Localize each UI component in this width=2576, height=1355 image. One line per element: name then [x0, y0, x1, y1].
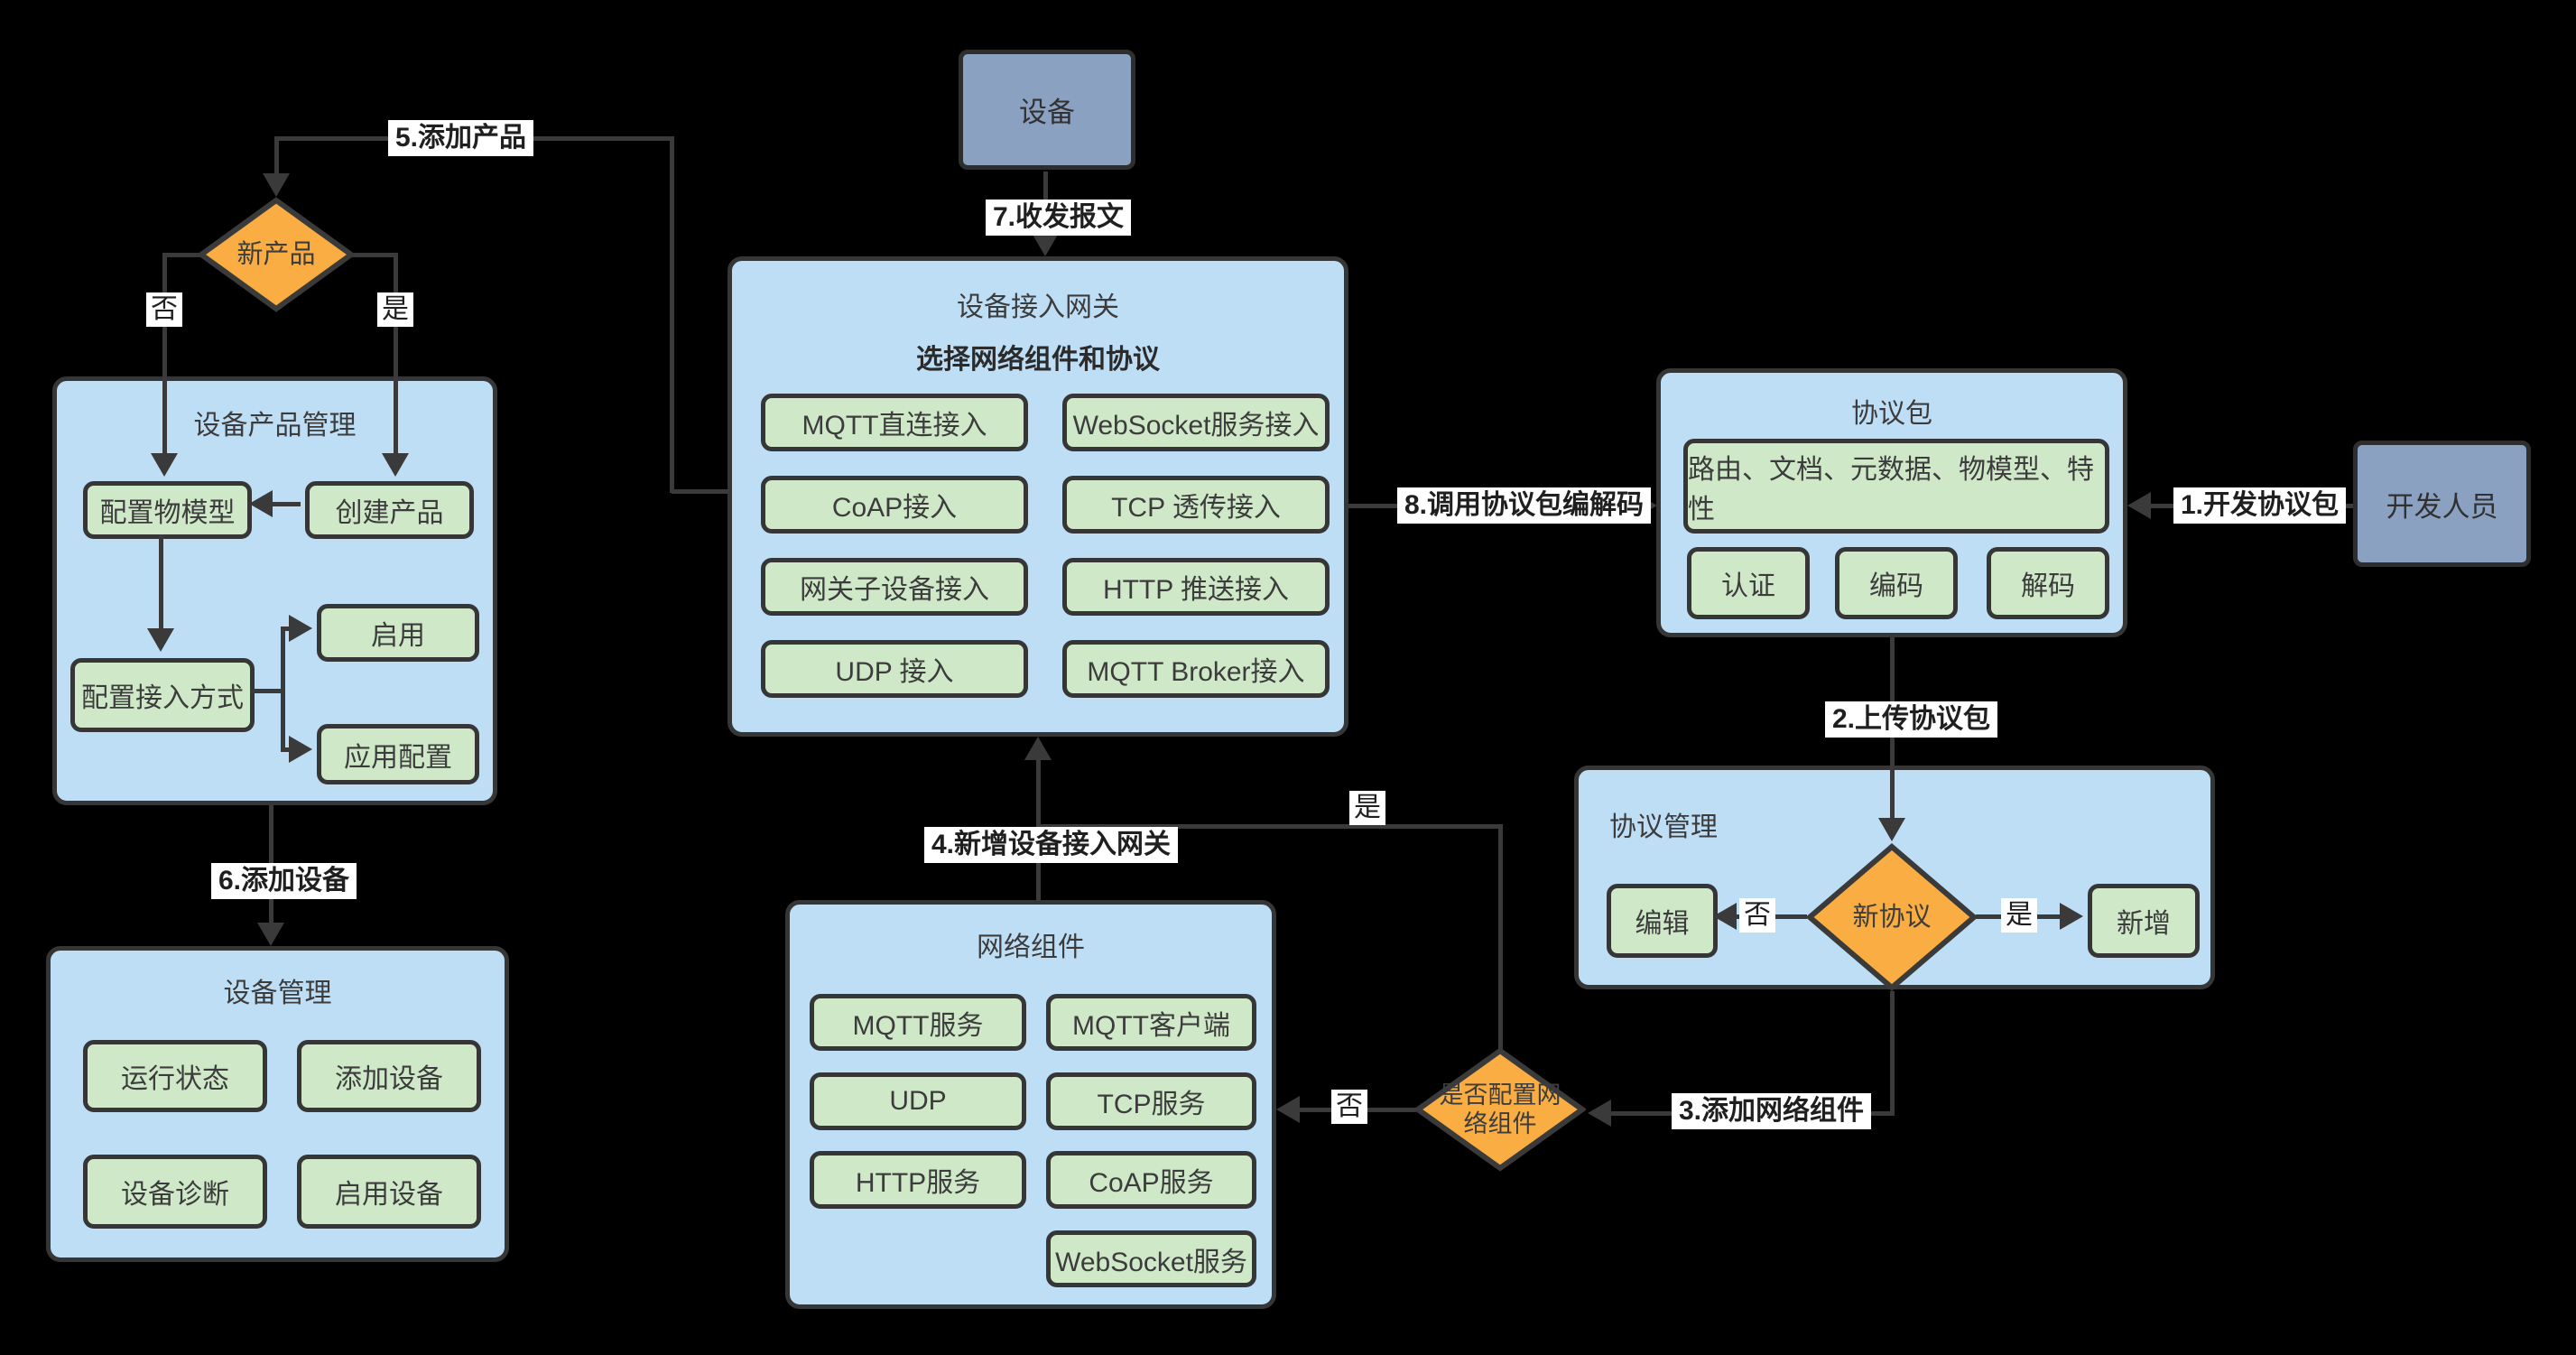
new-protocol-label: 新协议 — [1852, 902, 1932, 932]
arrowhead-into-network-box — [1276, 1096, 1300, 1123]
device-management-title: 设备管理 — [223, 979, 332, 1008]
line-product-yes-v — [394, 253, 398, 462]
line-fork-to-apply — [281, 747, 293, 752]
line-product-yes-h — [352, 253, 395, 257]
step-1-label: 1.开发协议包 — [2173, 487, 2347, 524]
step-7-label: 7.收发报文 — [986, 200, 1132, 236]
line-access-fork-v — [281, 626, 285, 751]
gateway-box[interactable]: 设备接入网关 选择网络组件和协议 MQTT直连接入 WebSocket服务接入 … — [727, 256, 1348, 737]
websocket-service-button[interactable]: WebSocket服务 — [1046, 1230, 1256, 1287]
step-4-label: 4.新增设备接入网关 — [924, 827, 1179, 863]
arrowhead-into-component-decision — [1588, 1100, 1611, 1127]
decode-button[interactable]: 解码 — [1987, 547, 2109, 619]
line-product-no-v — [162, 253, 167, 462]
add-protocol-button[interactable]: 新增 — [2088, 884, 2200, 958]
protocol-package-title: 协议包 — [1851, 399, 1932, 429]
device-label: 设备 — [1019, 97, 1075, 128]
network-components-box[interactable]: 网络组件 MQTT服务 MQTT客户端 UDP TCP服务 HTTP服务 CoA… — [785, 900, 1276, 1309]
line-step5-drop — [274, 136, 279, 180]
gateway-subtitle: 选择网络组件和协议 — [916, 345, 1160, 375]
protocol-management-title: 协议管理 — [1609, 812, 1718, 842]
udp-button[interactable]: UDP — [810, 1072, 1026, 1130]
component-decision-diamond[interactable] — [1414, 1047, 1586, 1172]
product-yes-label: 是 — [377, 292, 413, 327]
protocol-package-box[interactable]: 协议包 路由、文档、元数据、物模型、特性 认证 编码 解码 — [1656, 368, 2127, 637]
enable-device-button[interactable]: 启用设备 — [297, 1155, 481, 1229]
line-component-yes-v — [1498, 824, 1503, 1049]
gateway-button-coap[interactable]: CoAP接入 — [761, 476, 1028, 534]
arrowhead-into-gateway-bottom — [1024, 737, 1052, 760]
add-device-button[interactable]: 添加设备 — [297, 1040, 481, 1112]
arrowhead-into-model-right — [249, 490, 273, 517]
gateway-button-websocket[interactable]: WebSocket服务接入 — [1062, 394, 1330, 451]
gateway-button-http[interactable]: HTTP 推送接入 — [1062, 558, 1330, 616]
arrowhead-into-apply — [289, 736, 312, 763]
line-step3-v — [1890, 991, 1895, 1116]
step-3-label: 3.添加网络组件 — [1672, 1093, 1872, 1129]
gateway-button-mqtt-direct[interactable]: MQTT直连接入 — [761, 394, 1028, 451]
arrowhead-into-model — [151, 453, 178, 477]
step-8-label: 8.调用协议包编解码 — [1397, 487, 1652, 524]
product-management-box[interactable]: 设备产品管理 配置物模型 创建产品 配置接入方式 启用 应用配置 — [52, 376, 497, 805]
line-step5-vertical — [670, 136, 674, 493]
gateway-button-udp[interactable]: UDP 接入 — [761, 640, 1028, 698]
mqtt-client-button[interactable]: MQTT客户端 — [1046, 994, 1256, 1051]
auth-button[interactable]: 认证 — [1687, 547, 1810, 619]
arrowhead-into-access — [147, 628, 174, 652]
gateway-button-tcp[interactable]: TCP 透传接入 — [1062, 476, 1330, 534]
arrowhead-into-create — [382, 453, 409, 477]
arrowhead-into-new-product — [263, 173, 290, 197]
line-model-to-access — [159, 534, 163, 636]
developer-label: 开发人员 — [2386, 490, 2498, 523]
line-component-yes-h — [1038, 824, 1503, 829]
line-step5-into-gateway — [672, 489, 729, 494]
step-2-label: 2.上传协议包 — [1825, 701, 1998, 738]
coap-service-button[interactable]: CoAP服务 — [1046, 1151, 1256, 1209]
tcp-service-button[interactable]: TCP服务 — [1046, 1072, 1256, 1130]
arrowhead-into-add — [2060, 903, 2083, 930]
protocol-yes-label: 是 — [2001, 898, 2037, 933]
developer-node[interactable]: 开发人员 — [2353, 441, 2531, 567]
arrowhead-into-enable — [289, 615, 312, 642]
step-5-label: 5.添加产品 — [388, 120, 534, 156]
arrowhead-into-new-protocol — [1878, 818, 1905, 841]
arrowhead-into-gateway-top — [1032, 233, 1059, 256]
arrowhead-into-edit — [1713, 903, 1737, 930]
edit-protocol-button[interactable]: 编辑 — [1607, 884, 1718, 958]
configure-access-button[interactable]: 配置接入方式 — [70, 658, 255, 732]
network-components-title: 网络组件 — [977, 933, 1085, 962]
package-contents-button[interactable]: 路由、文档、元数据、物模型、特性 — [1683, 439, 2109, 534]
encode-button[interactable]: 编码 — [1835, 547, 1958, 619]
arrowhead-into-package-right — [2127, 492, 2151, 519]
product-no-label: 否 — [146, 292, 182, 327]
line-create-to-model — [271, 502, 301, 506]
new-protocol-diamond[interactable] — [1806, 843, 1978, 991]
line-fork-to-enable — [281, 626, 293, 631]
running-status-button[interactable]: 运行状态 — [83, 1040, 267, 1112]
gateway-button-mqtt-broker[interactable]: MQTT Broker接入 — [1062, 640, 1330, 698]
device-node[interactable]: 设备 — [959, 50, 1135, 170]
line-product-no-h — [164, 253, 200, 257]
line-access-fork-stub — [250, 689, 284, 693]
mqtt-service-button[interactable]: MQTT服务 — [810, 994, 1026, 1051]
component-no-label: 否 — [1331, 1090, 1367, 1124]
device-management-box[interactable]: 设备管理 运行状态 添加设备 设备诊断 启用设备 — [46, 946, 509, 1262]
step-6-label: 6.添加设备 — [211, 863, 357, 899]
arrowhead-into-device-mgmt — [257, 923, 284, 946]
http-service-button[interactable]: HTTP服务 — [810, 1151, 1026, 1209]
device-diagnosis-button[interactable]: 设备诊断 — [83, 1155, 267, 1229]
product-management-title: 设备产品管理 — [193, 411, 357, 441]
protocol-no-label: 否 — [1739, 898, 1775, 933]
enable-button[interactable]: 启用 — [317, 604, 479, 662]
configure-model-button[interactable]: 配置物模型 — [83, 481, 252, 539]
gateway-title: 设备接入网关 — [957, 292, 1119, 322]
apply-config-button[interactable]: 应用配置 — [317, 724, 479, 784]
new-product-diamond[interactable] — [198, 197, 355, 312]
component-yes-label: 是 — [1349, 791, 1385, 825]
create-product-button[interactable]: 创建产品 — [305, 481, 474, 539]
component-decision-label: 是否配置网 络组件 — [1439, 1081, 1561, 1137]
new-product-label: 新产品 — [236, 239, 316, 269]
gateway-button-subdevice[interactable]: 网关子设备接入 — [761, 558, 1028, 616]
